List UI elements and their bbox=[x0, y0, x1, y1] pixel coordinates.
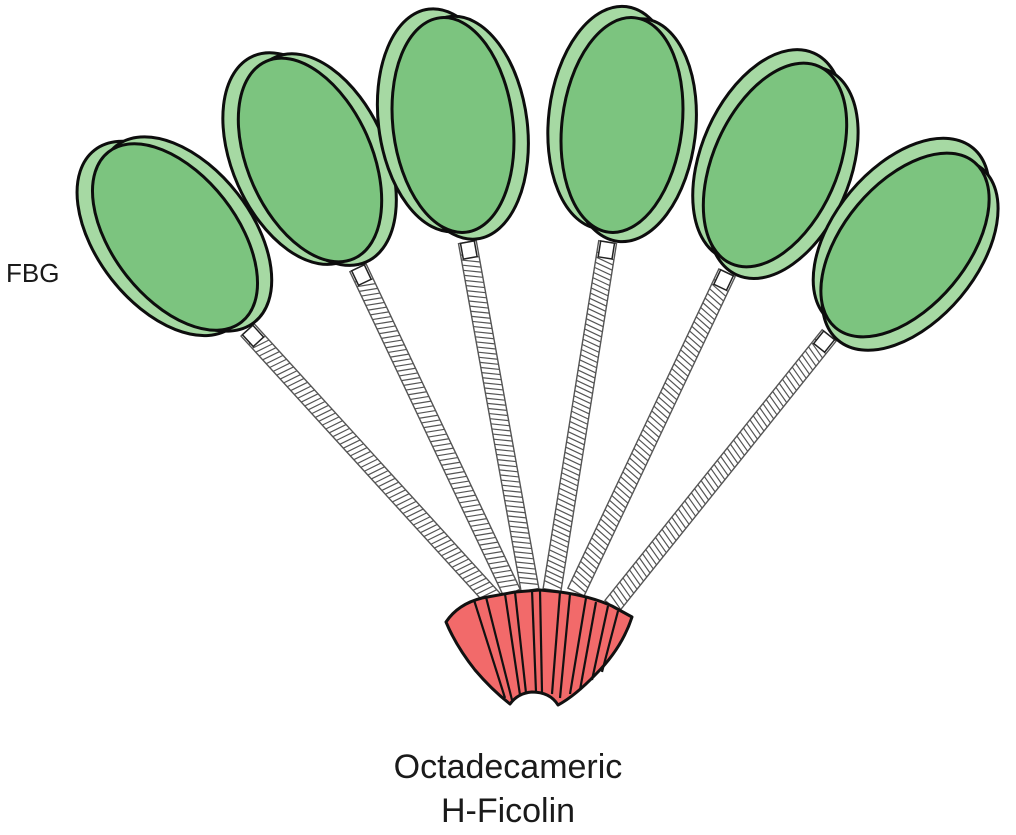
stalk-body bbox=[457, 239, 540, 593]
core-outline bbox=[444, 588, 634, 707]
core-segment-line bbox=[600, 610, 620, 673]
fbg-head bbox=[375, 7, 530, 241]
fbg-label: FBG bbox=[6, 258, 60, 288]
fbg-head bbox=[75, 135, 274, 338]
caption-line-2: H-Ficolin bbox=[440, 792, 576, 830]
fbg-head-front-lobe bbox=[236, 56, 384, 264]
core-segment-line bbox=[558, 593, 572, 699]
core-segment-line bbox=[513, 591, 528, 694]
collagen-stalk bbox=[240, 322, 502, 608]
fbg-head-front-lobe bbox=[701, 61, 849, 269]
core-block bbox=[444, 588, 634, 707]
fibrinogen-like-heads bbox=[75, 4, 1000, 352]
collagen-stalk bbox=[542, 239, 618, 593]
core-segment-line bbox=[590, 605, 610, 681]
neck-link bbox=[459, 240, 478, 260]
core-segment-line bbox=[503, 593, 522, 696]
caption-line-1: Octadecameric bbox=[393, 748, 623, 786]
neck-link bbox=[812, 329, 836, 354]
core-segment-line bbox=[578, 601, 598, 691]
core-segment-line bbox=[568, 597, 588, 695]
core-segment-line bbox=[530, 589, 538, 693]
neck-link bbox=[597, 240, 616, 260]
core-segment-line bbox=[538, 589, 544, 693]
core-segment-line bbox=[484, 596, 514, 701]
fbg-head-front-lobe bbox=[819, 151, 991, 339]
fbg-head-front-lobe bbox=[90, 142, 260, 332]
fbg-head bbox=[691, 48, 860, 281]
collagen-stalks bbox=[240, 239, 838, 613]
fbg-head bbox=[811, 136, 1000, 352]
neck-link bbox=[712, 268, 735, 292]
neck-link bbox=[241, 324, 265, 348]
collagen-stalk bbox=[457, 239, 540, 593]
fbg-head bbox=[546, 4, 698, 244]
diagram-caption: Octadecameric H-Ficolin bbox=[0, 745, 1016, 833]
fbg-head bbox=[221, 51, 398, 267]
n-terminal-core bbox=[444, 588, 634, 707]
neck-link bbox=[350, 263, 373, 287]
core-segment-line bbox=[472, 599, 507, 699]
fbg-head-front-lobe bbox=[559, 16, 685, 234]
core-segment-line bbox=[550, 591, 562, 695]
